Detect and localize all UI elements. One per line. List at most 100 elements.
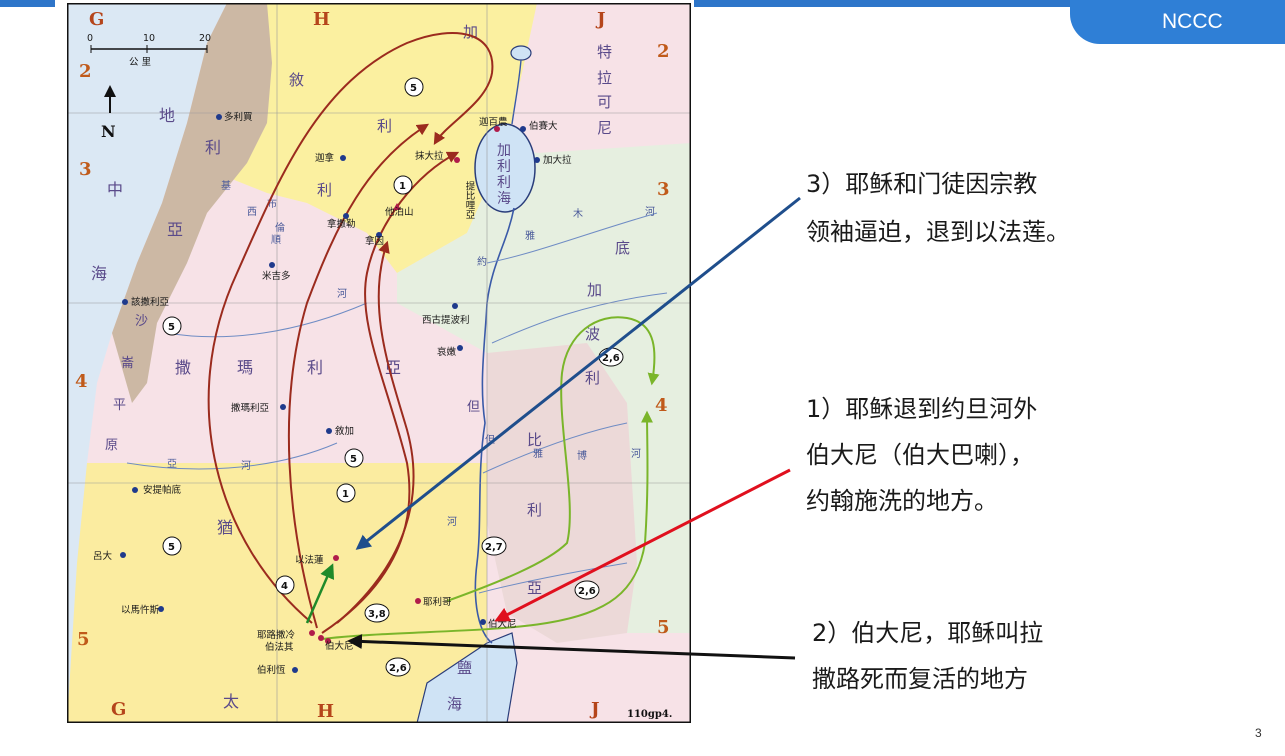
svg-text:提比哩亞: 提比哩亞 [464, 180, 476, 219]
svg-text:伯賽大: 伯賽大 [529, 120, 558, 132]
svg-text:河: 河 [241, 460, 251, 472]
top-accent-bar-left [0, 0, 55, 7]
svg-text:撒: 撒 [175, 358, 191, 377]
svg-text:安提帕底: 安提帕底 [143, 484, 182, 496]
svg-text:中: 中 [107, 180, 123, 199]
svg-text:鹽: 鹽 [457, 659, 472, 677]
svg-text:但: 但 [485, 434, 495, 446]
svg-text:3: 3 [79, 159, 92, 180]
route-labels: 5 1 5 5 1 5 4 2,6 2,7 2,6 3,8 2,6 [162, 77, 624, 677]
svg-text:5: 5 [77, 629, 90, 650]
caption-bethany-line1: 2）伯大尼，耶稣叫拉 [812, 619, 1044, 647]
svg-text:2: 2 [79, 61, 92, 82]
svg-text:抹大拉: 抹大拉 [415, 150, 444, 162]
svg-text:河: 河 [337, 288, 347, 300]
svg-text:J: J [589, 699, 600, 720]
caption-bethany: 2）伯大尼，耶稣叫拉 撒路死而复活的地方 [812, 614, 1043, 698]
svg-text:拿撒勒: 拿撒勒 [327, 218, 356, 230]
svg-text:以法蓮: 以法蓮 [295, 554, 324, 566]
svg-text:博: 博 [577, 449, 587, 462]
svg-text:5: 5 [168, 542, 175, 553]
svg-text:利: 利 [317, 181, 332, 199]
svg-text:敘加: 敘加 [335, 425, 354, 437]
svg-text:崙: 崙 [121, 356, 134, 371]
svg-text:亞: 亞 [167, 220, 183, 239]
journey-routes [207, 32, 494, 634]
svg-text:比: 比 [527, 431, 542, 449]
svg-text:河: 河 [447, 516, 457, 528]
place-labels: 多利買 迦百農 伯賽大 抹大拉 加大拉 迦拿 拿撒勒 他泊山 拿因 提比哩亞 米… [93, 111, 572, 676]
svg-text:利: 利 [585, 369, 600, 387]
map-scale-bar: 0 10 20 公 里 [87, 33, 211, 68]
svg-text:西古提波利: 西古提波利 [422, 314, 470, 326]
svg-text:N: N [101, 122, 116, 141]
svg-text:5: 5 [410, 83, 417, 94]
svg-text:呂大: 呂大 [93, 550, 113, 562]
svg-text:利: 利 [307, 358, 323, 377]
svg-text:2,6: 2,6 [602, 353, 620, 364]
svg-text:雅: 雅 [525, 229, 535, 242]
caption-ephraim-line1: 3）耶稣和门徒因宗教 [806, 170, 1038, 198]
svg-text:河: 河 [645, 206, 655, 218]
svg-text:3,8: 3,8 [368, 609, 386, 620]
map-code: 110gp4. [627, 709, 672, 720]
svg-text:1: 1 [399, 181, 406, 192]
svg-text:H: H [317, 701, 334, 722]
svg-text:2,6: 2,6 [389, 663, 407, 674]
svg-text:亞: 亞 [527, 579, 542, 597]
svg-text:G: G [89, 9, 104, 30]
svg-text:該撒利亞: 該撒利亞 [131, 296, 170, 308]
svg-text:2: 2 [657, 41, 670, 62]
svg-text:4: 4 [655, 395, 668, 416]
svg-text:5: 5 [350, 454, 357, 465]
svg-text:底: 底 [615, 239, 630, 257]
svg-text:3: 3 [657, 179, 670, 200]
svg-text:拉: 拉 [597, 69, 612, 87]
svg-text:以馬忤斯: 以馬忤斯 [121, 604, 160, 616]
page-number: 3 [1255, 726, 1262, 740]
region-labels: 地 利 中 亞 海 加 敘 利 利 特 拉 可 尼 底 加 波 利 撒 瑪 利 … [91, 23, 630, 713]
svg-text:海: 海 [497, 191, 511, 207]
svg-text:利: 利 [205, 138, 221, 157]
svg-text:耶路撒冷: 耶路撒冷 [257, 629, 296, 641]
svg-text:哀嫩: 哀嫩 [437, 346, 457, 358]
svg-text:公 里: 公 里 [129, 57, 151, 68]
svg-text:約: 約 [477, 255, 487, 268]
nccc-badge: NCCC [1070, 0, 1285, 44]
svg-text:布: 布 [267, 198, 277, 210]
svg-text:1: 1 [342, 489, 349, 500]
top-accent-bar-right [694, 0, 1285, 7]
svg-text:伯利恆: 伯利恆 [257, 664, 286, 676]
svg-text:2,7: 2,7 [485, 542, 503, 553]
svg-text:迦拿: 迦拿 [315, 152, 335, 164]
svg-text:海: 海 [91, 264, 107, 283]
svg-text:波: 波 [585, 325, 600, 343]
svg-text:利: 利 [497, 175, 511, 191]
svg-text:加大拉: 加大拉 [543, 154, 572, 166]
svg-text:5: 5 [168, 322, 175, 333]
svg-text:敘: 敘 [289, 71, 304, 89]
svg-text:J: J [595, 9, 606, 30]
svg-text:利: 利 [527, 501, 542, 519]
caption-bethany-perea: 1）耶稣退到约旦河外 伯大尼（伯大巴喇）， 约翰施洗的地方。 [806, 390, 1037, 520]
svg-text:猶: 猶 [217, 518, 233, 537]
svg-text:基: 基 [221, 179, 231, 192]
svg-text:瑪: 瑪 [237, 358, 253, 377]
judea-galilee-map: 0 10 20 公 里 N 110gp4. G H J G H J 2 2 3 … [67, 3, 691, 723]
svg-text:亞: 亞 [167, 459, 177, 470]
river-labels: 基 西 順 河 約 但 河 木 雅 河 雅 博 河 亞 亞 拿 河 布 倫 加 [167, 179, 655, 528]
svg-text:4: 4 [281, 581, 288, 592]
svg-text:H: H [313, 9, 330, 30]
svg-text:2,6: 2,6 [578, 586, 596, 597]
svg-text:雅: 雅 [533, 447, 543, 460]
svg-text:撒瑪利亞: 撒瑪利亞 [231, 402, 270, 414]
grid-labels: G H J G H J 2 2 3 3 4 4 5 5 [75, 9, 670, 722]
svg-text:尼: 尼 [597, 119, 612, 137]
svg-text:加: 加 [497, 143, 511, 159]
svg-text:伯大尼: 伯大尼 [325, 640, 354, 652]
svg-text:西: 西 [247, 207, 257, 218]
caption-bethany-perea-line2: 伯大尼（伯大巴喇）， [806, 441, 1034, 469]
svg-text:伯法其: 伯法其 [265, 641, 294, 653]
svg-text:亞: 亞 [385, 358, 401, 377]
